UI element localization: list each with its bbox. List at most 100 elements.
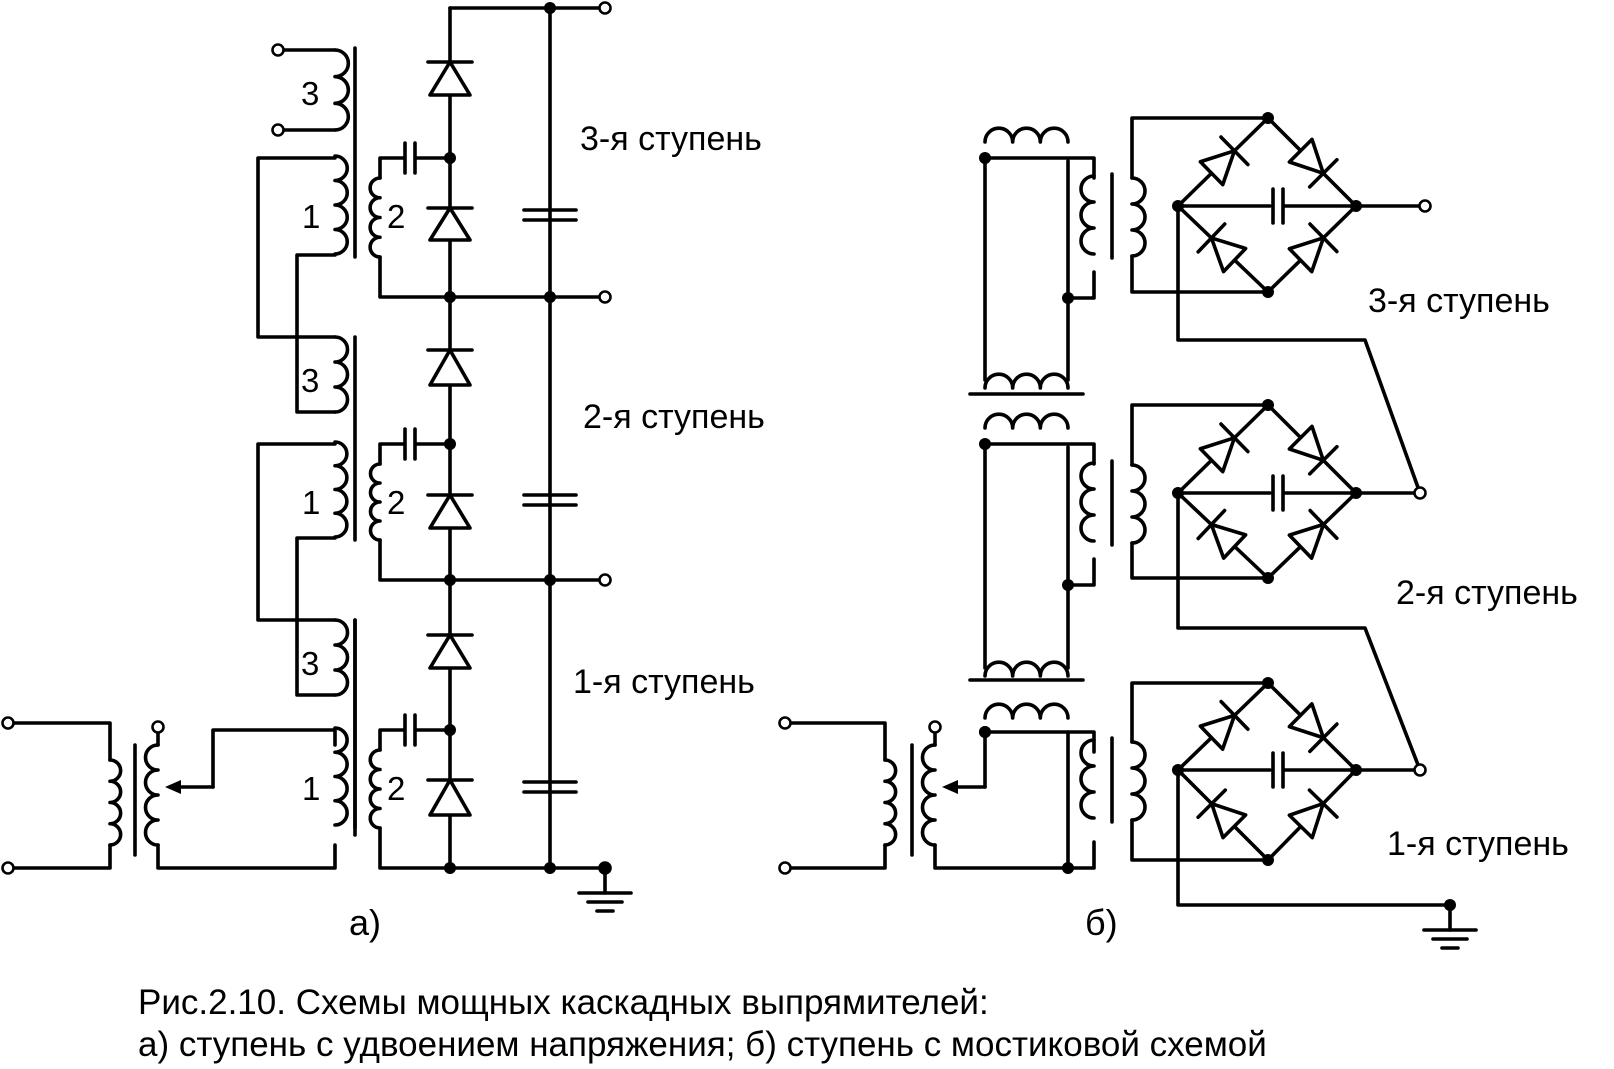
secondary-coil-icon: [1130, 176, 1147, 258]
diagram-a-wiring: [6, 6, 607, 895]
diode-cathode-bar: [1196, 508, 1227, 541]
diode-cathode-bar: [1219, 422, 1250, 454]
diode-icon: [1287, 236, 1326, 274]
junction-dot: [444, 862, 456, 874]
junction-dot: [1172, 200, 1184, 212]
terminal-icon: [598, 573, 612, 587]
autotransformer-coil-icon: [143, 743, 160, 847]
junction-dot: [1062, 579, 1074, 591]
wire: [211, 728, 337, 789]
junction-dot: [544, 2, 556, 14]
diode-icon: [1287, 801, 1325, 840]
wire: [1130, 818, 1270, 862]
terminal-icon: [1413, 486, 1427, 500]
wire: [1130, 541, 1270, 580]
diode-icon: [428, 778, 472, 817]
wire: [1130, 254, 1270, 294]
junction-dot: [444, 152, 456, 164]
wire: [983, 156, 1096, 180]
junction-dot: [1062, 292, 1074, 304]
wire: [1130, 403, 1270, 467]
diode-icon: [1287, 137, 1326, 176]
wire: [983, 730, 1096, 754]
junction-dot: [1262, 677, 1274, 689]
diode-cathode-bar: [1307, 157, 1339, 189]
diode-cathode-bar: [1196, 788, 1228, 820]
loop-top-coil-icon: [983, 412, 1070, 430]
junction-dot: [1262, 572, 1274, 584]
junction-dot: [979, 438, 991, 450]
terminal-icon: [1, 716, 15, 730]
diode-icon: [428, 60, 472, 97]
junction-dot: [1350, 200, 1362, 212]
wire: [6, 843, 112, 870]
junction-dot: [1262, 112, 1274, 124]
stage-label-b-1: 1-я ступень: [1387, 825, 1569, 863]
primary-coil-icon: [1079, 174, 1096, 256]
wire: [378, 156, 406, 180]
terminal-icon: [271, 43, 285, 57]
junction-dot: [979, 152, 991, 164]
winding-number: 3: [301, 645, 319, 682]
wire: [378, 826, 452, 870]
loop-top-coil-icon: [983, 702, 1070, 720]
junction-dot: [444, 438, 456, 450]
coupling-wire: [295, 536, 337, 697]
junction-dot: [544, 574, 556, 586]
ground-wire: [1176, 768, 1452, 932]
terminal-icon: [598, 1, 612, 15]
junction-dot: [444, 574, 456, 586]
loop-top-coil-icon: [983, 126, 1070, 144]
stage-label-b-2: 2-я ступень: [1396, 574, 1578, 612]
winding-number: 2: [387, 198, 405, 235]
winding-2-coil-icon: [368, 748, 382, 830]
wire: [933, 730, 1070, 870]
input-winding-coil-icon: [883, 758, 898, 847]
panel-label-b: б): [1085, 902, 1118, 943]
diode-cathode-bar: [1219, 135, 1250, 167]
wiper-arrow-icon: [942, 780, 958, 794]
coupling-wire: [295, 253, 337, 414]
junction-dot: [1172, 764, 1184, 776]
winding-1-coil-icon: [333, 726, 349, 827]
wire: [378, 728, 406, 752]
primary-coil-icon: [1079, 461, 1096, 543]
wire: [378, 538, 452, 582]
winding-3-coil-icon: [333, 48, 351, 132]
winding-2-coil-icon: [368, 176, 382, 259]
junction-dot: [599, 862, 611, 874]
diode-icon: [428, 348, 472, 387]
stage-label-a-2: 2-я ступень: [583, 398, 765, 436]
junction-dot: [1350, 487, 1362, 499]
diode-icon: [1198, 436, 1237, 474]
junction-dot: [444, 291, 456, 303]
diode-cathode-bar: [1219, 699, 1250, 731]
junction-dot: [444, 724, 456, 736]
diode-icon: [1287, 424, 1326, 463]
wire: [1130, 681, 1270, 744]
input-winding-coil-icon: [108, 758, 123, 847]
junction-dot: [1262, 399, 1274, 411]
diode-icon: [1209, 522, 1248, 560]
diode-icon: [428, 493, 472, 530]
terminal-icon: [1, 861, 15, 875]
winding-number: 1: [302, 198, 320, 235]
winding-2-coil-icon: [368, 462, 382, 542]
diode-cathode-bar: [1307, 444, 1339, 476]
diode-icon: [428, 206, 472, 242]
terminal-icon: [271, 123, 285, 137]
wire: [783, 843, 887, 870]
diode-icon: [1287, 702, 1326, 740]
junction-dot: [979, 726, 991, 738]
terminal-icon: [778, 861, 792, 875]
diode-icon: [1287, 522, 1326, 560]
wire: [6, 721, 112, 762]
terminal-icon: [928, 720, 942, 734]
panel-label-a: а): [349, 902, 381, 943]
terminal-icon: [1413, 763, 1427, 777]
junction-dot: [1262, 854, 1274, 866]
terminal-icon: [598, 290, 612, 304]
